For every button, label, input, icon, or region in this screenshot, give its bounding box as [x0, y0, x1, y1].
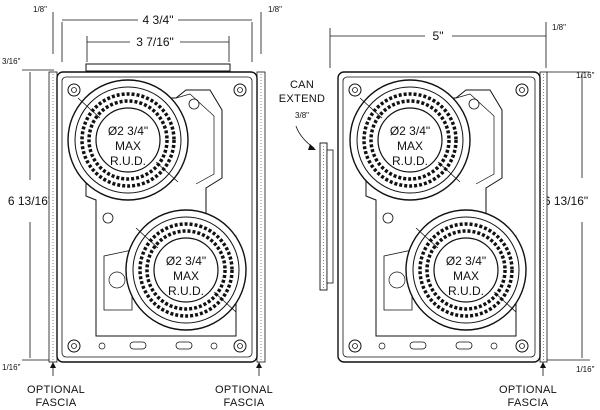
left-upper-speaker-rud: R.U.D.	[110, 154, 146, 168]
right-lower-speaker-max: MAX	[453, 269, 479, 283]
right-view: CAN EXTEND 3/8" 5" 1/8" 1/16" 6 13/16"	[279, 22, 595, 409]
left-callout-optional: OPTIONAL	[27, 384, 85, 396]
extension-strip-inner	[326, 149, 334, 284]
left-lower-speaker-diameter: Ø2 3/4"	[166, 254, 206, 268]
right-height-label: 6 13/16"	[544, 194, 588, 208]
left-fascia-strip-right	[256, 71, 266, 363]
right-top-right-offset-label: 1/8"	[552, 23, 566, 32]
left-dim-inner-width: 3 7/16"	[86, 35, 230, 62]
left-inner-width-label: 3 7/16"	[136, 35, 174, 49]
extend-note-can: CAN	[290, 79, 314, 91]
right-dim-width: 5" 1/8"	[329, 22, 566, 68]
left-overall-width-label: 4 3/4"	[143, 13, 174, 27]
right-lower-speaker-diameter: Ø2 3/4"	[446, 254, 486, 268]
left-dim-overall-width: 4 3/4" 1/8" 1/8"	[33, 5, 282, 62]
right-bottom-margin-label: 1/16"	[576, 365, 595, 374]
right-width-label: 5"	[433, 29, 444, 43]
right-callout-fascia: FASCIA	[224, 397, 265, 409]
right-view-callout-fascia: FASCIA	[508, 397, 549, 409]
left-upper-speaker-diameter: Ø2 3/4"	[108, 124, 148, 138]
right-view-fascia-callout: OPTIONAL FASCIA	[499, 362, 557, 409]
extend-note-extend: EXTEND	[279, 93, 325, 105]
left-height-label: 6 13/16"	[8, 194, 52, 208]
left-top-margin-label: 3/16"	[2, 57, 21, 66]
extend-note: CAN EXTEND 3/8"	[279, 79, 325, 150]
extension-strip-outer	[319, 142, 328, 291]
left-lower-speaker-rud: R.U.D.	[168, 284, 204, 298]
left-top-flange	[85, 63, 231, 72]
left-fascia-callout-left: OPTIONAL FASCIA	[27, 362, 85, 409]
right-upper-speaker-diameter: Ø2 3/4"	[390, 124, 430, 138]
right-dim-height: 1/16" 6 13/16" 1/16"	[544, 71, 595, 374]
left-mounting-holes	[67, 83, 247, 353]
left-dim-height: 3/16" 6 13/16" 1/16"	[2, 57, 54, 372]
left-callout-fascia: FASCIA	[36, 397, 77, 409]
left-lower-speaker-max: MAX	[173, 269, 199, 283]
left-upper-speaker-max: MAX	[115, 139, 141, 153]
left-speaker-upper: Ø2 3/4" MAX R.U.D.	[67, 79, 189, 201]
right-lower-speaker-rud: R.U.D.	[448, 284, 484, 298]
extend-note-distance: 3/8"	[295, 111, 309, 120]
left-fascia-strip-left	[48, 71, 58, 363]
right-upper-speaker-max: MAX	[397, 139, 423, 153]
left-speaker-lower: Ø2 3/4" MAX R.U.D.	[125, 209, 247, 331]
right-speaker-upper: Ø2 3/4" MAX R.U.D.	[349, 79, 471, 201]
right-fascia-strip	[539, 71, 548, 363]
left-fascia-callout-right: OPTIONAL FASCIA	[215, 362, 273, 409]
left-bottom-margin-label: 1/16"	[2, 363, 21, 372]
right-upper-speaker-rud: R.U.D.	[392, 154, 428, 168]
left-top-left-offset-label: 1/8"	[33, 5, 47, 14]
right-speaker-lower: Ø2 3/4" MAX R.U.D.	[405, 209, 527, 331]
right-top-margin-label: 1/16"	[576, 71, 595, 80]
right-view-callout-optional: OPTIONAL	[499, 384, 557, 396]
right-mounting-holes	[348, 83, 529, 353]
left-top-right-offset-label: 1/8"	[268, 5, 282, 14]
left-view: 4 3/4" 1/8" 1/8" 3 7/16" 3/16" 6 13/16" …	[2, 5, 282, 409]
right-callout-optional: OPTIONAL	[215, 384, 273, 396]
